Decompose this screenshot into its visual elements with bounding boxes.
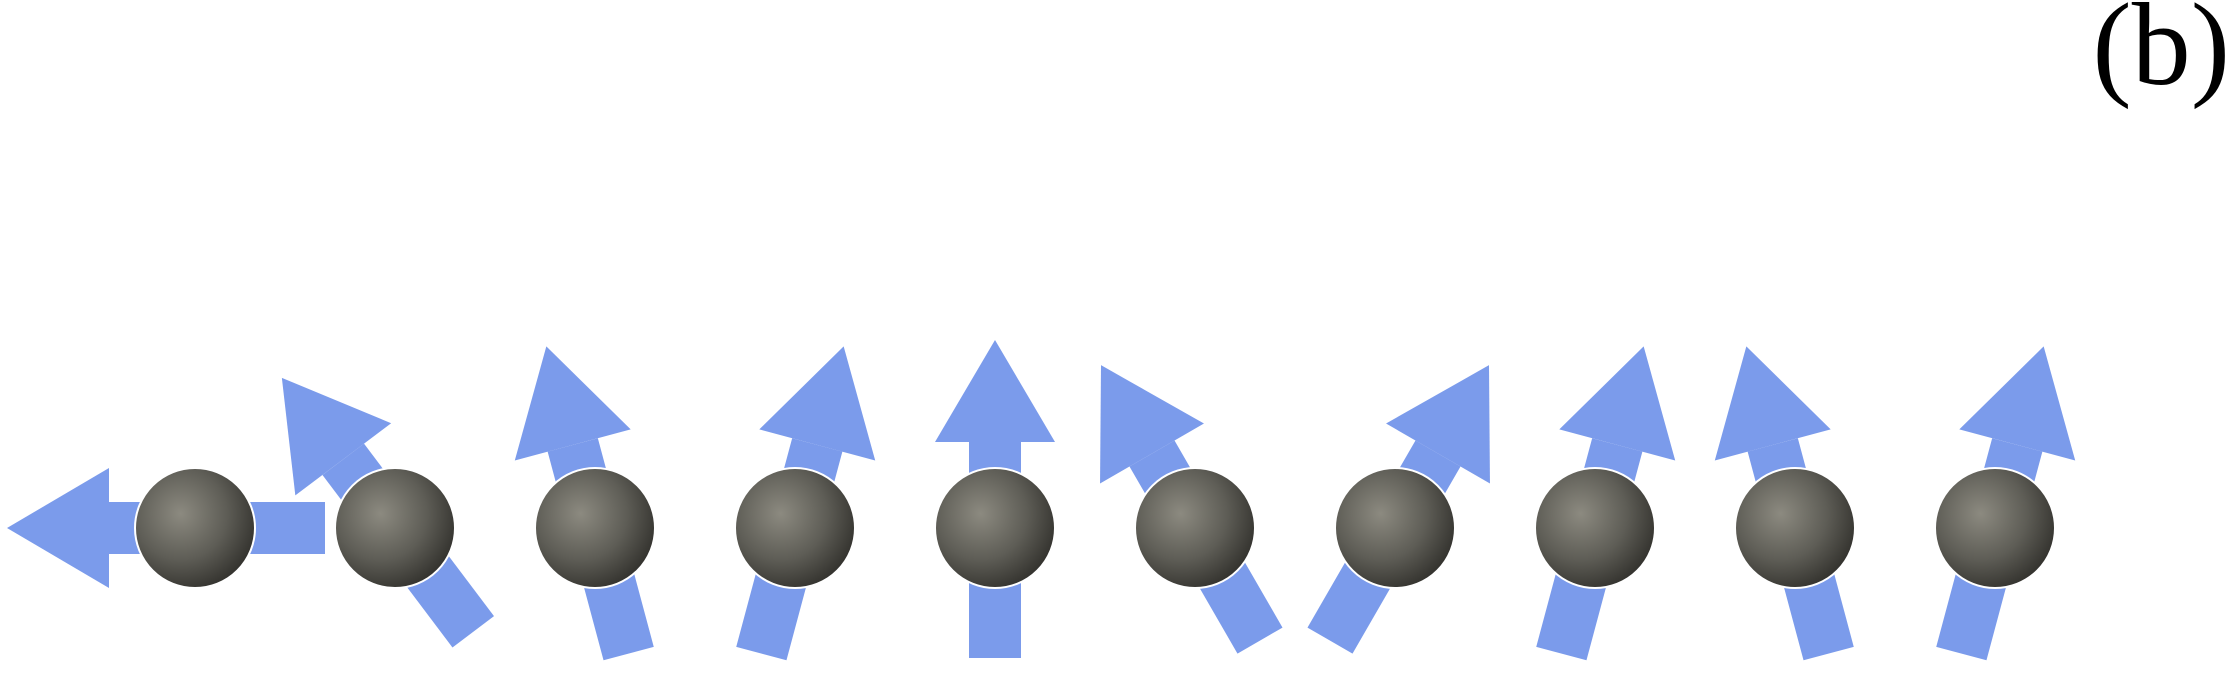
spin-site-8	[1534, 346, 1676, 661]
spin-site-6	[1100, 365, 1283, 654]
panel-label: (b)	[2092, 0, 2230, 110]
spin-site-7	[1307, 365, 1490, 654]
spin-site-2	[281, 377, 495, 648]
spin-arrow-head	[1100, 365, 1204, 484]
spin-arrow-head	[514, 346, 631, 461]
spin-site-1	[7, 467, 325, 589]
atom-sphere	[134, 467, 256, 589]
atom-sphere	[1734, 467, 1856, 589]
atom-sphere	[934, 467, 1056, 589]
spin-site-4	[734, 346, 876, 661]
atom-sphere	[1534, 467, 1656, 589]
atom-sphere	[1934, 467, 2056, 589]
spin-site-9	[1714, 346, 1856, 661]
spin-arrow-head	[1559, 346, 1676, 461]
spin-arrow-head	[281, 377, 392, 496]
spin-site-5	[934, 340, 1056, 658]
spin-site-10	[1934, 346, 2076, 661]
atom-sphere	[1134, 467, 1256, 589]
atom-sphere	[534, 467, 656, 589]
spin-arrow-head	[759, 346, 876, 461]
atom-sphere	[734, 467, 856, 589]
spin-site-3	[514, 346, 656, 661]
atom-sphere	[1334, 467, 1456, 589]
spin-arrow-head	[7, 468, 109, 588]
spin-arrow-head	[1959, 346, 2076, 461]
atom-sphere	[334, 467, 456, 589]
spin-arrow-head	[1386, 365, 1490, 484]
spin-arrow-head	[1714, 346, 1831, 461]
spin-arrow-head	[935, 340, 1055, 442]
spins-layer	[7, 340, 2076, 661]
